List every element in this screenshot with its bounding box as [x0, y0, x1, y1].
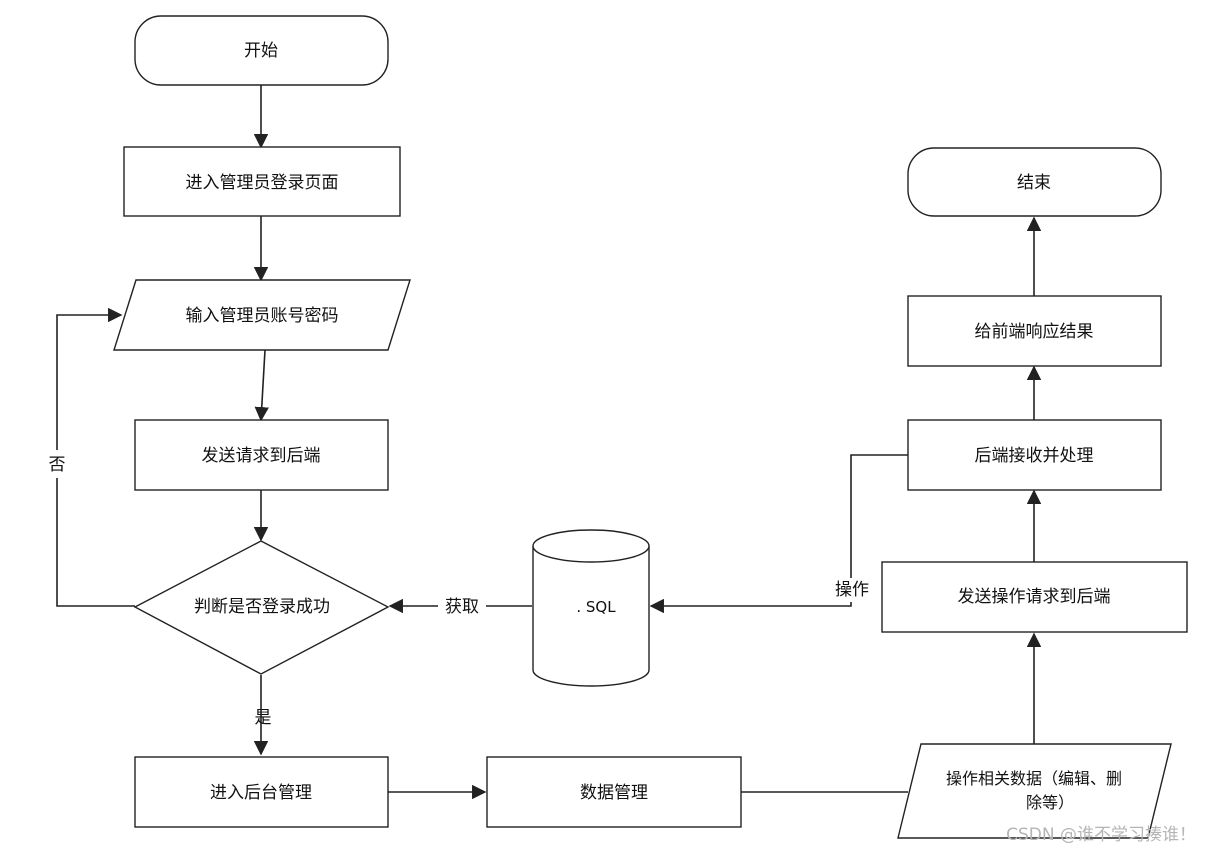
- watermark-text: CSDN @谁不学习揍谁！: [1006, 825, 1196, 845]
- node-end-label: 结束: [1017, 173, 1051, 193]
- node-start: 开始: [134, 15, 389, 86]
- node-backend-process: 后端接收并处理: [907, 419, 1162, 491]
- node-data-manage: 数据管理: [486, 756, 742, 828]
- label-operate-bg: [827, 578, 877, 602]
- node-enter-admin-label: 进入后台管理: [210, 783, 312, 803]
- node-send-request-label: 发送请求到后端: [202, 446, 321, 466]
- node-judge-login-label: 判断是否登录成功: [194, 597, 330, 617]
- node-send-op-request: 发送操作请求到后端: [881, 561, 1188, 633]
- node-judge-login: 判断是否登录成功: [133, 540, 390, 675]
- label-no-bg: [46, 450, 68, 478]
- edge-label-fetch: 获取: [445, 597, 479, 617]
- node-enter-login-label: 进入管理员登录页面: [186, 173, 339, 193]
- node-backend-process-label: 后端接收并处理: [975, 446, 1094, 466]
- label-fetch-bg: [438, 595, 486, 619]
- node-input-account-label: 输入管理员账号密码: [186, 306, 339, 326]
- node-operate-data-label-line1: 操作相关数据（编辑、删: [946, 769, 1122, 788]
- edge-label-operate: 操作: [835, 580, 869, 600]
- node-enter-login: 进入管理员登录页面: [123, 146, 401, 217]
- edge-backend-to-db: [649, 454, 908, 614]
- node-start-label: 开始: [244, 41, 278, 61]
- node-operate-data-label-line2: 除等）: [1026, 793, 1074, 812]
- node-respond-result-label: 给前端响应结果: [975, 322, 1094, 342]
- node-operate-data: 操作相关数据（编辑、删 除等）: [897, 743, 1172, 839]
- node-enter-admin: 进入后台管理: [134, 756, 389, 828]
- node-end: 结束: [907, 147, 1162, 217]
- node-respond-result: 给前端响应结果: [907, 295, 1162, 367]
- node-database: . SQL: [532, 529, 650, 687]
- edge-input-to-send: [254, 349, 269, 422]
- edge-label-yes: 是: [255, 708, 272, 728]
- node-data-manage-label: 数据管理: [580, 783, 648, 803]
- node-input-account: 输入管理员账号密码: [113, 279, 411, 351]
- edge-label-no: 否: [49, 455, 66, 475]
- node-database-label: . SQL: [576, 598, 616, 616]
- node-send-op-request-label: 发送操作请求到后端: [958, 587, 1111, 607]
- edge-judge-no-loop: [56, 307, 135, 607]
- node-send-request: 发送请求到后端: [134, 419, 389, 491]
